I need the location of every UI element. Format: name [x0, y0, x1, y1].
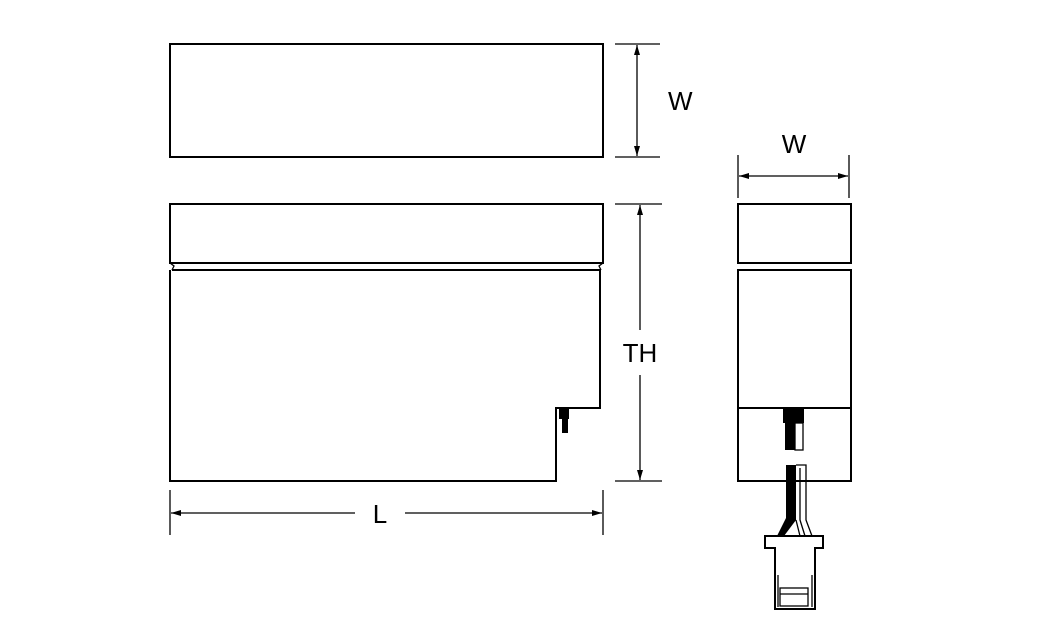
- length-label: L: [373, 499, 387, 529]
- side-width-label: W: [782, 129, 807, 159]
- connector-housing: [764, 535, 824, 610]
- total-height-label: TH: [623, 338, 658, 368]
- top-view-outline: [169, 43, 604, 158]
- top-width-label: W: [668, 86, 693, 116]
- total-height-dimension: TH: [615, 203, 662, 482]
- front-terminal: [559, 409, 569, 419]
- front-lid: [169, 203, 604, 264]
- side-terminal: [783, 409, 804, 423]
- length-dimension: L: [169, 490, 604, 535]
- front-body: [169, 269, 601, 482]
- side-width-dimension: W: [737, 129, 850, 198]
- cable-connector: [764, 464, 824, 610]
- side-lid: [737, 203, 852, 264]
- top-width-dimension: W: [615, 43, 693, 158]
- connector-latch: [779, 587, 809, 607]
- front-view: [169, 203, 604, 482]
- top-view: [169, 43, 604, 158]
- side-view: [737, 203, 852, 482]
